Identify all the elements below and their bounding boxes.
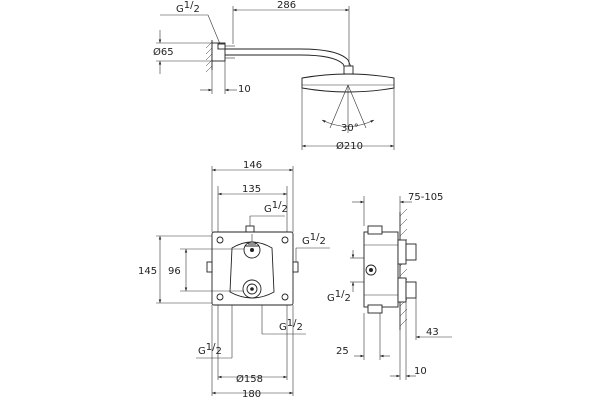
spray-angle-label: 30°: [341, 123, 359, 134]
dim-10-label: 10: [414, 366, 427, 377]
thread-connector: [217, 43, 226, 50]
front-height-inner-label: 96: [168, 266, 181, 277]
flange-depth-label: 10: [238, 84, 251, 95]
front-height-outer-label: 145: [138, 266, 157, 277]
wall-hatch-top: [205, 40, 213, 73]
front-thread-right-lower-label: G1/2: [279, 318, 303, 333]
front-thread-right-upper-label: G1/2: [302, 232, 326, 247]
faceplate-diameter-label: Ø158: [236, 373, 263, 385]
thermostat-valve: [242, 279, 262, 299]
shower-arm: [225, 48, 352, 69]
mixer-body: [229, 241, 275, 299]
head-diameter-label: Ø210: [336, 140, 363, 152]
head-thread-label: G1/2: [176, 0, 200, 15]
front-width-outer-label: 146: [243, 160, 262, 171]
front-thread-top-label: G1/2: [264, 200, 288, 215]
arm-length-label: 286: [277, 0, 296, 11]
dim-25-label: 25: [336, 346, 349, 357]
shower-head-view: 30° 286 G1/2 Ø65 10 Ø210: [153, 0, 395, 152]
front-thread-bottom-left-label: G1/2: [198, 342, 222, 357]
flange-diameter-label: Ø65: [153, 46, 174, 58]
side-port: [365, 264, 377, 276]
mixer-front-view: 146 135 G1/2 145: [138, 160, 330, 400]
front-width-inner-label: 135: [242, 184, 261, 195]
mixer-side-view: 75-105 G1/2 43 25 10: [327, 192, 452, 380]
side-thread-label: G1/2: [327, 289, 351, 304]
install-depth-label: 75-105: [408, 192, 443, 203]
faceplate-width-label: 180: [242, 389, 261, 400]
dim-43-label: 43: [426, 327, 439, 338]
